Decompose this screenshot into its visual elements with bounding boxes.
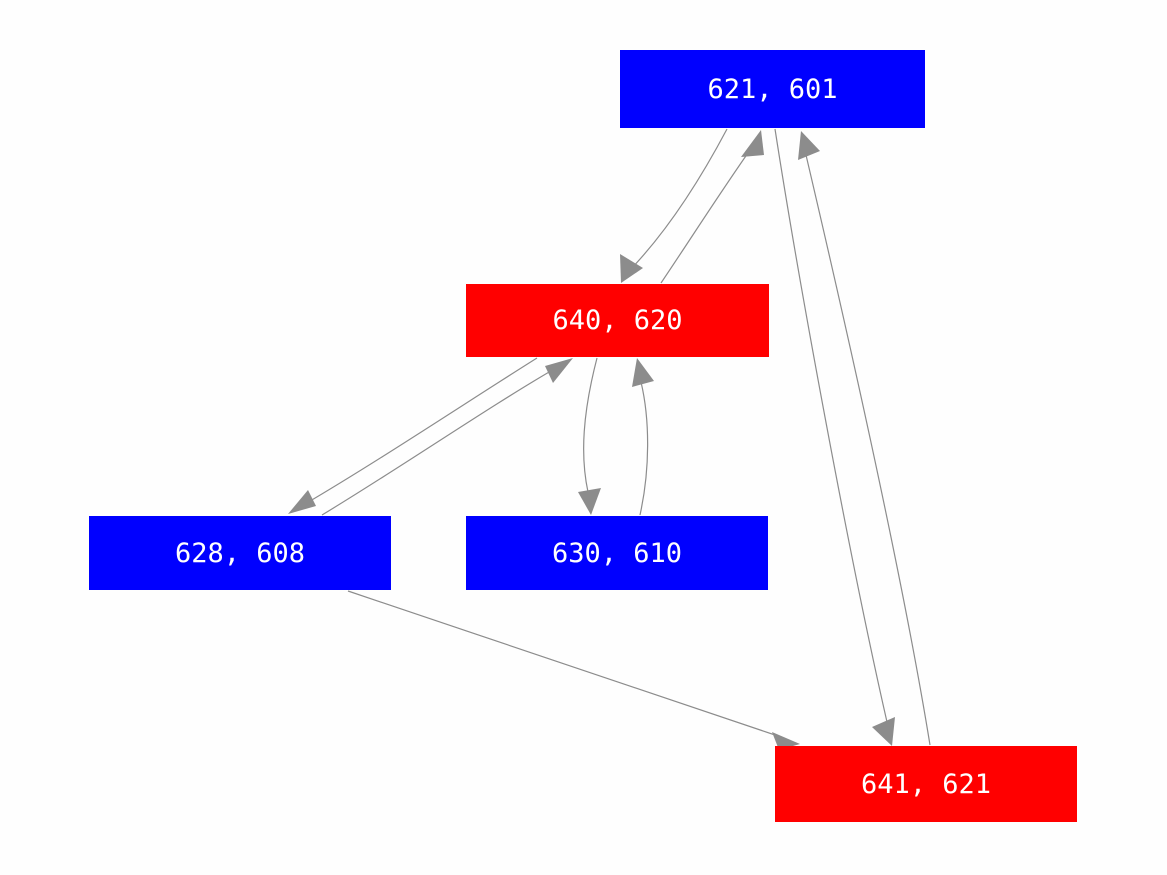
edge-630610-to-640620 xyxy=(632,358,654,516)
graph-node-640-620[interactable]: 640, 620 xyxy=(466,284,769,357)
node-label: 640, 620 xyxy=(552,305,683,336)
edge-640620-to-630610 xyxy=(578,357,601,515)
edge-line xyxy=(805,154,931,746)
edge-641621-to-621601 xyxy=(798,131,931,746)
edge-line xyxy=(624,128,728,276)
edge-line xyxy=(304,357,538,505)
graph-node-628-608[interactable]: 628, 608 xyxy=(89,516,391,590)
graph-node-630-610[interactable]: 630, 610 xyxy=(466,516,768,590)
edge-628608-to-640620 xyxy=(321,358,573,516)
arrowhead-icon xyxy=(632,358,654,387)
graph-node-641-621[interactable]: 641, 621 xyxy=(775,746,1077,822)
edge-640620-to-621601 xyxy=(660,130,764,284)
node-label: 641, 621 xyxy=(860,768,992,800)
edge-line xyxy=(321,367,557,516)
arrowhead-icon xyxy=(741,130,764,157)
arrowhead-icon xyxy=(798,131,820,160)
arrowhead-icon xyxy=(288,490,316,514)
arrowhead-icon xyxy=(772,732,800,750)
edge-640620-to-628608 xyxy=(288,357,538,514)
arrowhead-icon xyxy=(578,488,601,515)
edge-line xyxy=(774,128,888,723)
node-label: 630, 610 xyxy=(551,537,683,569)
edge-621601-to-641621 xyxy=(774,128,895,746)
edge-line xyxy=(347,590,779,737)
edge-line xyxy=(583,357,598,493)
edge-628608-to-641621 xyxy=(347,590,800,750)
arrowhead-icon xyxy=(545,358,573,383)
graph-node-621-601[interactable]: 621, 601 xyxy=(620,50,925,128)
edge-621601-to-640620 xyxy=(620,128,728,283)
edge-line xyxy=(660,142,756,284)
node-label: 628, 608 xyxy=(174,537,306,569)
arrowhead-icon xyxy=(620,254,643,283)
edge-line xyxy=(639,381,649,516)
arrowhead-icon xyxy=(872,717,895,746)
node-label: 621, 601 xyxy=(707,73,838,105)
